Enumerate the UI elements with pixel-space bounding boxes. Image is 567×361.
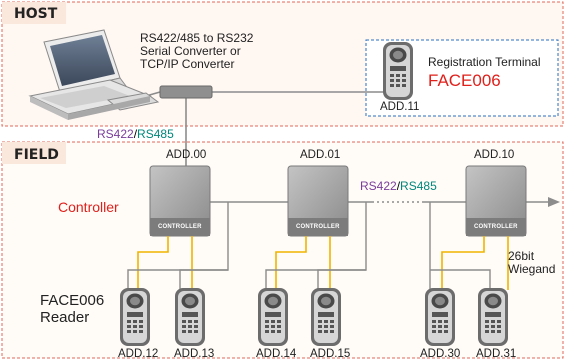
host-bus-protocol-label: RS422/RS485	[97, 127, 174, 141]
controller-10	[465, 165, 527, 237]
drop-add14	[265, 202, 367, 290]
controller-10-text: CONTROLLER	[474, 224, 518, 230]
reader-add31-address: ADD.31	[476, 348, 517, 360]
reader-add15-address: ADD.15	[310, 348, 351, 360]
reader-add31	[478, 288, 508, 346]
host-zone-label: HOST	[14, 6, 58, 22]
drop-add15	[317, 269, 366, 290]
registration-terminal-address: ADD.11	[380, 101, 420, 113]
reader-add13-address: ADD.13	[174, 348, 215, 360]
drop-add13	[179, 269, 228, 290]
reader-add13	[175, 288, 205, 346]
host-computer	[28, 29, 160, 120]
reader-add14-address: ADD.14	[256, 348, 297, 360]
controller-01-address: ADD.01	[300, 149, 341, 161]
controller-00-text: CONTROLLER	[158, 224, 202, 230]
drop-add12	[127, 202, 229, 290]
controller-00-address: ADD.00	[166, 149, 207, 161]
controller-00	[149, 165, 211, 237]
wire-add14	[275, 236, 307, 290]
controller-01-text: CONTROLLER	[296, 224, 340, 230]
converter-device	[159, 85, 213, 99]
field-zone-label: FIELD	[14, 147, 59, 163]
reader-add30	[425, 288, 455, 346]
field-bus-protocol-label: RS422/RS485	[360, 179, 437, 193]
controller-caption: Controller	[58, 199, 119, 215]
bus-arrow-head	[548, 197, 560, 207]
host-label-tab	[2, 2, 66, 24]
controller-10-address: ADD.10	[474, 149, 515, 161]
registration-terminal-model: FACE006	[428, 71, 501, 90]
reader-add14	[258, 288, 288, 346]
wiegand-label: 26bit Wiegand	[508, 249, 556, 276]
registration-terminal-title: Registration Terminal	[428, 55, 541, 69]
controller-01	[287, 165, 349, 237]
wire-add30	[441, 236, 485, 290]
reader-add12-address: ADD.12	[118, 348, 159, 360]
reader-add30-address: ADD.30	[420, 348, 461, 360]
registration-terminal-icon	[383, 42, 413, 100]
drop-add31	[430, 269, 491, 290]
wire-add12	[137, 236, 169, 290]
reader-add12	[120, 288, 150, 346]
reader-add15	[311, 288, 341, 346]
reader-caption: FACE006 Reader	[40, 292, 105, 326]
field-label-tab	[2, 142, 66, 164]
converter-label: RS422/485 to RS232 Serial Converter or T…	[140, 31, 254, 71]
